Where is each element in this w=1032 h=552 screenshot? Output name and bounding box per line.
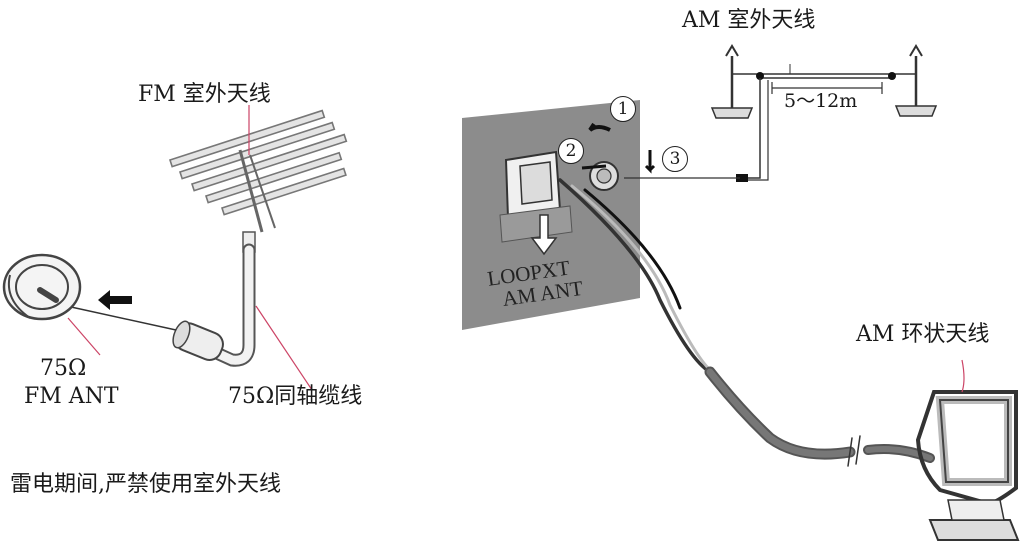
fm-antenna-icon (168, 109, 348, 233)
step-badge-2: 2 (558, 138, 584, 164)
fm-ant-name-label: FM ANT (24, 384, 119, 409)
coax-label-leader (255, 305, 313, 391)
am-loop-cable (558, 178, 935, 467)
am-loop-antenna-icon (915, 359, 1020, 541)
am-outdoor-antenna-icon (624, 44, 938, 182)
am-loop-antenna-label: AM 环状天线 (856, 322, 990, 347)
rear-panel (462, 100, 640, 330)
step3-arrow-icon (644, 150, 656, 174)
step2-arrow-icon (581, 164, 607, 170)
step1-arrow-icon (588, 122, 611, 132)
step-badge-1: 1 (610, 96, 636, 122)
step-badge-3: 3 (662, 146, 688, 172)
coax-cable-label: 75Ω同轴缆线 (228, 384, 363, 409)
fm-coax-cable (61, 231, 256, 367)
fm-ant-socket-icon (2, 253, 101, 356)
insert-arrow-icon (98, 290, 132, 310)
thunder-warning-text: 雷电期间,严禁使用室外天线 (10, 472, 281, 497)
fm-ant-ohm-label: 75Ω (40, 356, 87, 381)
fm-outdoor-antenna-label: FM 室外天线 (138, 82, 271, 107)
am-outdoor-antenna-label: AM 室外天线 (682, 8, 816, 33)
am-span-label: 5～12m (784, 90, 858, 112)
